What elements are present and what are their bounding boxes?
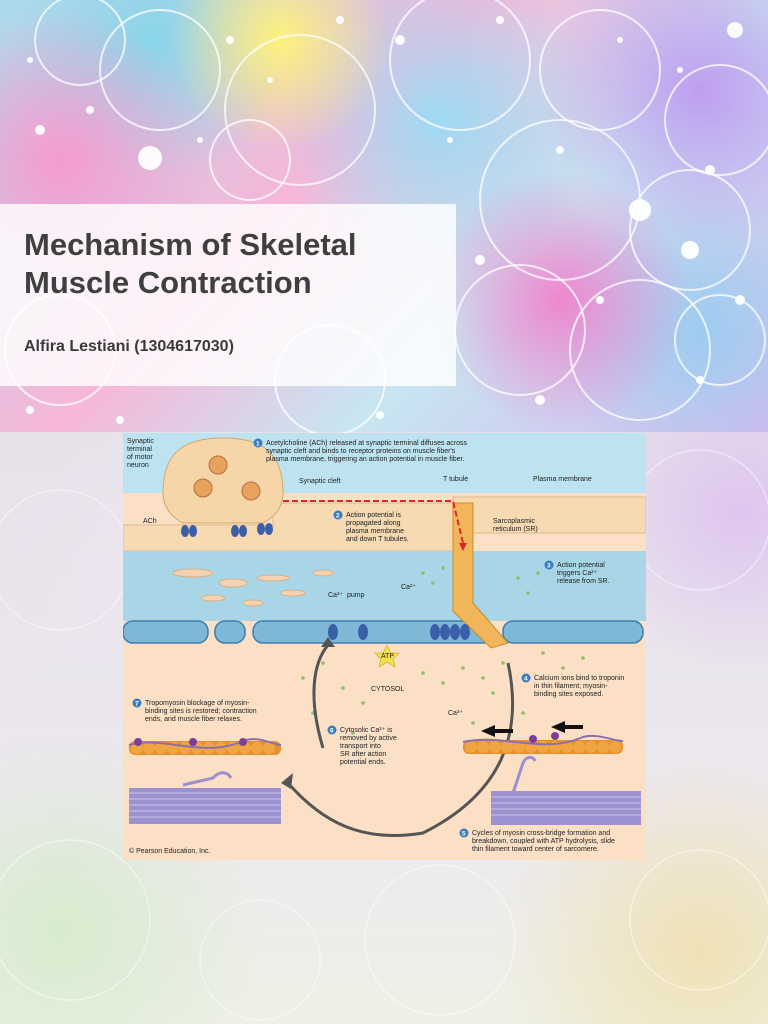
atp-icon <box>374 644 400 668</box>
t-tubule-label: T tubule <box>443 476 468 483</box>
right-thin-filament <box>462 721 624 754</box>
vesicle <box>208 455 228 475</box>
author-name: Alfira Lestiani (1304617030) <box>24 338 234 355</box>
svg-text:Cycles of myosin cross-bridge: Cycles of myosin cross-bridge formation … <box>472 830 617 853</box>
step-5: 5 Cycles of myosin cross-bridge formatio… <box>459 828 617 853</box>
sr-membrane-segment <box>214 620 246 644</box>
ca-channel <box>440 624 450 640</box>
action-potential-arrow <box>283 500 464 544</box>
ca-channel <box>430 624 440 640</box>
left-thick-filament <box>129 771 281 824</box>
muscle-contraction-diagram: Synaptic terminal of motor neuron Synapt… <box>122 433 647 860</box>
svg-text:6: 6 <box>330 728 334 735</box>
sr-membrane-segment <box>502 620 644 644</box>
sr-membrane-segment <box>122 620 209 644</box>
step-4: 4 Calcium ions bind to troponin in thin … <box>521 673 626 698</box>
svg-text:5: 5 <box>462 831 466 838</box>
synaptic-cleft-label: Synaptic cleft <box>299 478 341 485</box>
ca-pump <box>358 624 368 640</box>
sarcoplasmic-reticulum <box>123 551 646 621</box>
t-tubule <box>452 502 509 649</box>
ca-channel <box>450 624 460 640</box>
copyright: © Pearson Education, Inc. <box>129 847 210 855</box>
svg-text:Action potential trigg: Action potential triggers Ca²⁺ release f… <box>557 562 610 585</box>
atp-label: ATP <box>381 653 394 660</box>
step-6: 6 Cytosolic Ca²⁺ is removed by active tr… <box>327 725 399 766</box>
synaptic-terminal-label: Synaptic terminal of motor neuron <box>127 438 156 469</box>
left-thin-filament <box>128 738 282 755</box>
step-7: 7 Tropomyosin blockage of myosin- bindin… <box>132 698 259 723</box>
title-line-1: Mechanism of Skeletal <box>24 227 357 262</box>
vesicle <box>241 481 261 501</box>
step-3: 3 Action potential triggers Ca²⁺ release… <box>544 560 610 585</box>
svg-text:4: 4 <box>524 676 528 683</box>
svg-text:Acetylcholine (ACh) released a: Acetylcholine (ACh) released at synaptic… <box>266 440 469 463</box>
ca-return-arrow <box>312 644 330 749</box>
vesicle <box>193 478 213 498</box>
title-line-2: Muscle Contraction <box>24 265 312 300</box>
ca-pump <box>328 624 338 640</box>
sr-label: Sarcoplasmic reticulum (SR) <box>493 518 538 533</box>
slide-arrow-icon <box>481 725 495 737</box>
slide-arrow-icon <box>551 721 565 733</box>
ach-label: ACh <box>143 518 157 525</box>
ca-cycle-arrow <box>286 662 515 838</box>
ca-label-lower: Ca²⁺ <box>448 710 463 717</box>
step-1: 1 Acetylcholine (ACh) released at synapt… <box>253 438 469 463</box>
svg-text:Calcium ions bind to troponin: Calcium ions bind to troponin in thin fi… <box>534 675 626 698</box>
svg-text:Action potential is pr: Action potential is propagated along pla… <box>346 512 409 543</box>
svg-text:7: 7 <box>135 701 139 708</box>
synaptic-terminal <box>162 437 284 524</box>
cytosol-label: CYTOSOL <box>371 686 404 693</box>
svg-text:Cytosolic Ca²⁺ is remo: Cytosolic Ca²⁺ is removed by active tran… <box>340 727 399 766</box>
plasma-membrane-label: Plasma membrane <box>533 476 592 483</box>
svg-text:Tropomyosin blockage of myosin: Tropomyosin blockage of myosin- binding … <box>145 700 259 723</box>
right-thick-filament <box>491 755 641 825</box>
svg-text:1: 1 <box>256 441 260 448</box>
step-2: 2 Action potential is propagated along p… <box>333 510 409 543</box>
svg-text:3: 3 <box>547 563 551 570</box>
svg-text:2: 2 <box>336 513 340 520</box>
ca-channel <box>460 624 470 640</box>
ca-pump-label: Ca²⁺ pump <box>328 592 365 599</box>
ca-label: Ca²⁺ <box>401 584 416 591</box>
